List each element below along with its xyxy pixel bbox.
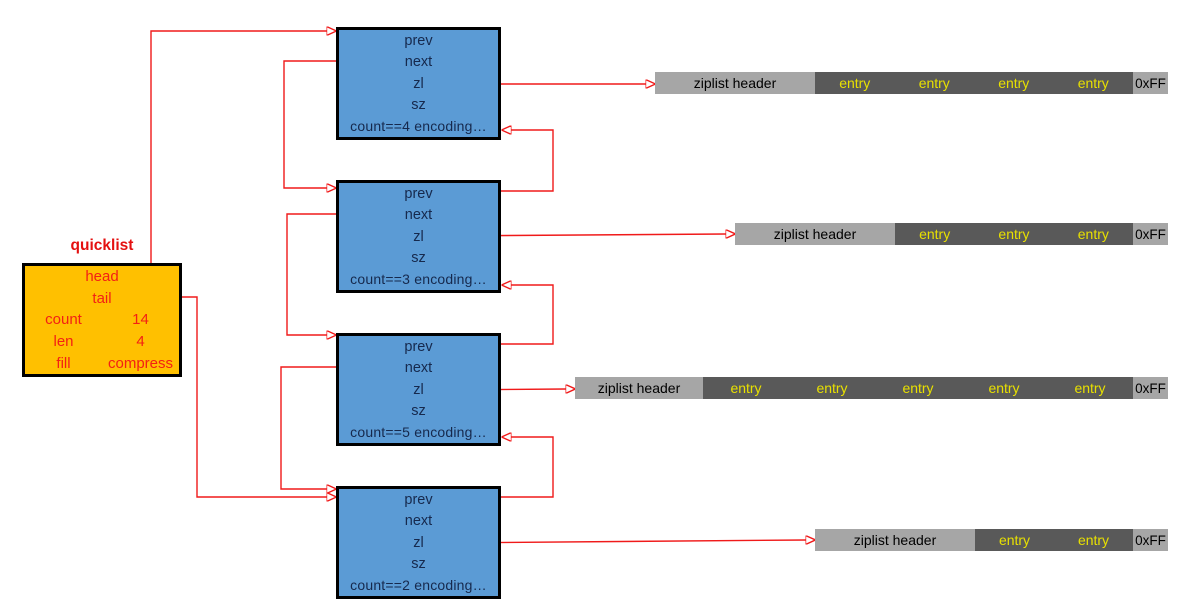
quicklist-field-fill: fill compress [25,352,179,374]
node2-field-sz: sz [411,249,426,266]
node3-field-count-encoding: count==5 encoding… [350,424,487,441]
ziplist-2: ziplist header entry entry entry 0xFF [735,223,1168,245]
quicklist-struct: head tail count 14 len 4 fill compress [22,263,182,377]
node4-field-count-encoding: count==2 encoding… [350,577,487,594]
ziplist1-terminator: 0xFF [1133,72,1168,94]
quicklist-field-count: count 14 [25,309,179,331]
ziplist2-entries: entry entry entry [895,223,1133,245]
node1-field-zl: zl [413,75,424,92]
ziplist1-header: ziplist header [655,72,815,94]
ziplist-entry: entry [1077,532,1110,548]
ziplist-entry: entry [918,75,950,91]
count-label: count [45,311,82,329]
ziplist3-terminator: 0xFF [1133,377,1168,399]
node1-field-count-encoding: count==4 encoding… [350,118,487,135]
ziplist-entry: entry [998,532,1031,548]
quicklist-title: quicklist [70,237,134,254]
node3-field-next: next [404,360,433,377]
ziplist-entry: entry [998,226,1030,242]
ziplist4-header: ziplist header [815,529,975,551]
len-label: len [53,333,74,351]
quicklist-node-3: prev next zl sz count==5 encoding… [336,333,501,446]
node1-field-prev: prev [404,32,433,49]
node3-field-sz: sz [411,402,426,419]
fill-label: fill [56,354,71,372]
ziplist-entry: entry [988,380,1020,396]
node2-field-count-encoding: count==3 encoding… [350,271,487,288]
ziplist3-entries: entry entry entry entry entry [703,377,1133,399]
ziplist-entry: entry [998,75,1030,91]
ziplist-entry: entry [730,380,762,396]
quicklist-node-1: prev next zl sz count==4 encoding… [336,27,501,140]
quicklist-field-tail: tail [92,289,112,307]
quicklist-node-2: prev next zl sz count==3 encoding… [336,180,501,293]
ziplist-entry: entry [816,380,848,396]
ziplist2-header: ziplist header [735,223,895,245]
quicklist-field-len: len 4 [25,331,179,353]
fill-value: compress [107,354,174,372]
quicklist-field-head: head [85,268,119,286]
node4-field-next: next [404,513,433,530]
ziplist-entry: entry [919,226,951,242]
ziplist-entry: entry [1074,380,1106,396]
node1-field-sz: sz [411,96,426,113]
node3-field-zl: zl [413,381,424,398]
node2-field-prev: prev [404,185,433,202]
node4-field-zl: zl [413,534,424,551]
ziplist-entry: entry [1077,75,1109,91]
len-value: 4 [136,333,145,351]
ziplist4-entries: entry entry [975,529,1133,551]
node3-field-prev: prev [404,338,433,355]
node4-field-prev: prev [404,491,433,508]
ziplist-entry: entry [1077,226,1109,242]
ziplist1-entries: entry entry entry entry [815,72,1133,94]
count-value: 14 [132,311,149,329]
node1-field-next: next [404,54,433,71]
ziplist-1: ziplist header entry entry entry entry 0xFF [655,72,1168,94]
ziplist2-terminator: 0xFF [1133,223,1168,245]
ziplist-4: ziplist header entry entry 0xFF [815,529,1168,551]
ziplist3-header: ziplist header [575,377,703,399]
quicklist-node-4: prev next zl sz count==2 encoding… [336,486,501,599]
node4-field-sz: sz [411,555,426,572]
ziplist4-terminator: 0xFF [1133,529,1168,551]
node2-field-zl: zl [413,228,424,245]
node2-field-next: next [404,207,433,224]
ziplist-entry: entry [839,75,871,91]
ziplist-entry: entry [902,380,934,396]
